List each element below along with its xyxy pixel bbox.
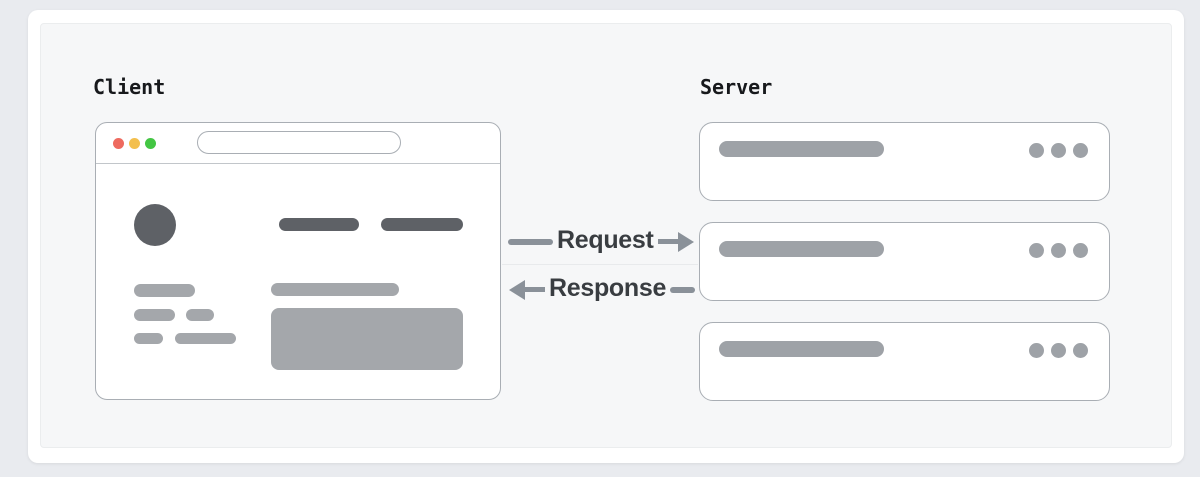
text-skeleton-bar [186,309,214,321]
dot-icon [1051,343,1066,358]
server-bar-skeleton [719,341,884,357]
url-bar [197,131,401,154]
arrow-left-icon [509,279,525,300]
server-dots-icon [1029,343,1088,358]
text-skeleton-bar [175,333,236,344]
text-skeleton-bar [134,309,175,321]
server-box [699,122,1110,201]
line-segment [508,238,553,245]
arrow-right-icon [677,231,694,252]
server-label: Server [700,75,773,99]
dot-icon [1073,343,1088,358]
request-flow: Request [508,228,694,253]
server-bar-skeleton [719,141,884,157]
divider-line [502,264,698,265]
dot-icon [1029,143,1044,158]
server-box [699,322,1110,401]
dot-icon [1029,243,1044,258]
server-box [699,222,1110,301]
line-segment [670,286,696,293]
avatar-placeholder [134,204,176,246]
text-skeleton-bar [134,284,195,297]
traffic-light-green-icon [145,138,156,149]
server-stack [699,122,1110,401]
dot-icon [1051,243,1066,258]
server-dots-icon [1029,143,1088,158]
client-browser-window [95,122,501,400]
traffic-light-red-icon [113,138,124,149]
server-dots-icon [1029,243,1088,258]
content-block-skeleton [271,308,463,370]
client-label: Client [93,75,166,99]
dot-icon [1051,143,1066,158]
response-flow: Response [509,274,696,302]
browser-toolbar [96,123,500,164]
arrow-shaft [525,287,545,292]
arrow-shaft [657,239,678,244]
text-skeleton-bar [134,333,163,344]
traffic-light-yellow-icon [129,138,140,149]
text-skeleton-bar [271,283,399,296]
request-label: Request [557,226,654,254]
dot-icon [1073,243,1088,258]
dot-icon [1073,143,1088,158]
response-label: Response [549,274,667,302]
nav-link-skeleton [279,218,359,231]
server-bar-skeleton [719,241,884,257]
dot-icon [1029,343,1044,358]
nav-link-skeleton [381,218,463,231]
